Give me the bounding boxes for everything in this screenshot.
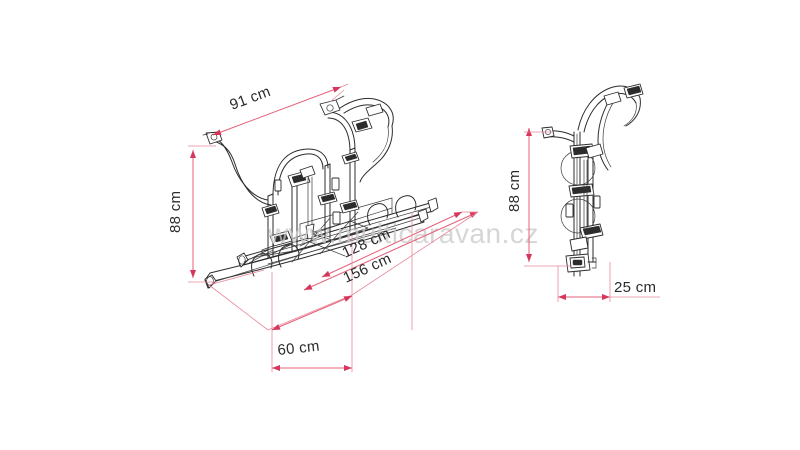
dimension-line-156 — [303, 211, 479, 291]
dimension-line-91 — [212, 86, 342, 136]
side-dimension-lines — [524, 128, 660, 302]
watermark-text: www.multicaravan.cz — [267, 218, 539, 249]
dimension-label-60: 60 cm — [277, 338, 321, 359]
dimension-line-60-diagonal — [271, 295, 353, 331]
dimension-label-88-side: 88 cm — [506, 170, 523, 212]
dimension-label-25: 25 cm — [614, 279, 656, 296]
perspective-dimension-lines — [188, 83, 479, 372]
dimension-label-91: 91 cm — [227, 83, 273, 114]
side-view-artwork — [541, 83, 644, 277]
dimension-label-88-perspective: 88 cm — [167, 191, 184, 233]
perspective-view-artwork — [202, 95, 439, 289]
